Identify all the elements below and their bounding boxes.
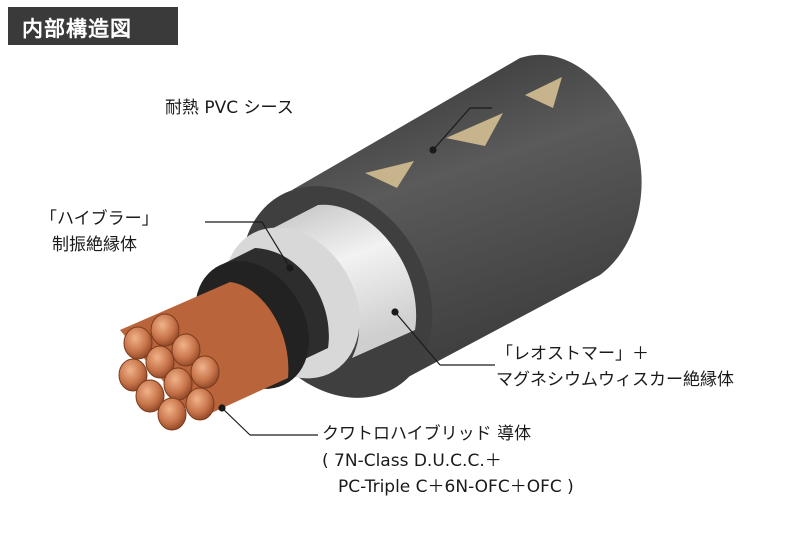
leader-dot-damper [286, 264, 294, 272]
page-title: 内部構造図 [22, 17, 132, 41]
label-damper-line2: 制振絶縁体 [52, 235, 137, 255]
label-sheath: 耐熱 PVC シース [165, 98, 294, 118]
leader-lines [205, 107, 495, 436]
leader-dot-insulator [391, 308, 399, 316]
leader-line-insulator [394, 311, 441, 366]
leader-line-sheath [432, 107, 471, 151]
sheath-arrow-marks [365, 77, 562, 188]
leader-line-conductor [221, 407, 251, 436]
title-badge: 内部構造図 [8, 7, 178, 45]
copper-conductor [118, 282, 289, 431]
label-conductor-line2: ( 7N-Class D.U.C.C.＋ [322, 451, 502, 471]
label-conductor-line1: クワトロハイブリッド 導体 [322, 424, 532, 444]
label-damper-line1: 「ハイブラー」 [40, 209, 159, 229]
label-insulator-line1: 「レオストマー」＋ [496, 344, 649, 364]
leader-dot-sheath [429, 146, 437, 154]
label-insulator-line2: マグネシウムウィスカー絶縁体 [496, 370, 734, 390]
label-conductor-line3: PC-Triple C＋6N-OFC＋OFC ) [338, 477, 574, 497]
leader-dot-conductor [218, 404, 226, 412]
